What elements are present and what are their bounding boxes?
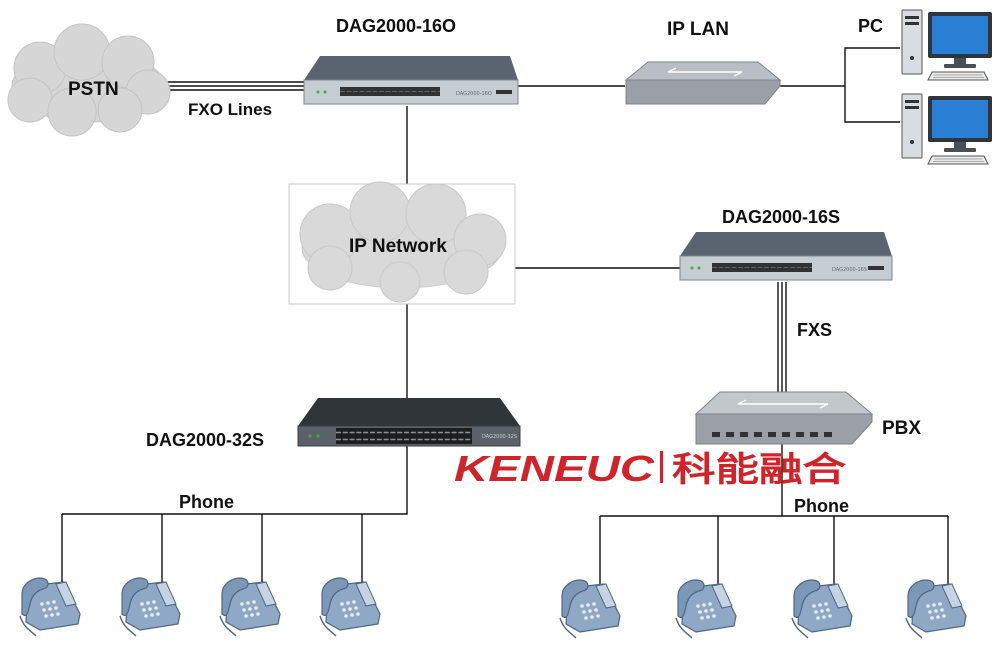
pc-label: PC <box>858 16 883 36</box>
connection-lines <box>61 47 949 585</box>
pstn-label: PSTN <box>68 79 119 100</box>
dag16o-model-text: DAG2000-16O <box>456 91 492 97</box>
dag32s-device: DAG2000-32S <box>297 398 521 447</box>
phone-left-1 <box>19 577 81 637</box>
desk-phone-icon <box>319 577 381 637</box>
pc-link <box>780 47 900 123</box>
desk-phone-icon <box>905 579 967 639</box>
dag16o-label: DAG2000-16O <box>336 16 456 36</box>
pc-top <box>901 9 993 81</box>
dag16o-device: DAG2000-16O <box>303 56 519 105</box>
network-switch-icon <box>624 61 782 105</box>
phone-right-1 <box>559 579 621 639</box>
desk-phone-icon <box>219 577 281 637</box>
dag32s-model-text: DAG2000-32S <box>482 434 517 440</box>
gateway-device-icon: DAG2000-16S <box>679 232 893 281</box>
fxo-lines-label: FXO Lines <box>188 100 272 119</box>
phone-right-2 <box>675 579 737 639</box>
desktop-computer-icon <box>901 93 993 165</box>
pbx-label: PBX <box>882 418 921 439</box>
desk-phone-icon <box>19 577 81 637</box>
phone-left-label: Phone <box>179 492 234 512</box>
desk-phone-icon <box>119 577 181 637</box>
desktop-computer-icon <box>901 9 993 81</box>
desk-phone-icon <box>559 579 621 639</box>
pstn-cloud: PSTN <box>7 23 171 137</box>
gateway-device-icon: DAG2000-16O <box>303 56 519 105</box>
dag32s-label: DAG2000-32S <box>146 430 264 450</box>
phone-right-3 <box>791 579 853 639</box>
fxs-label: FXS <box>797 320 832 340</box>
dag16s-device: DAG2000-16S <box>679 232 893 281</box>
brand-chinese: 科能融合 <box>672 450 846 490</box>
ip-network-label: IP Network <box>349 236 447 257</box>
ip-network-cloud: IP Network <box>288 181 516 305</box>
phone-left-3 <box>219 577 281 637</box>
phone-right-label: Phone <box>794 496 849 516</box>
brand-latin: KENEUC <box>454 448 655 489</box>
cloud-icon <box>299 181 507 303</box>
desk-phone-icon <box>675 579 737 639</box>
cloud-icon <box>7 23 171 137</box>
ip-lan-switch <box>624 61 782 105</box>
phone-bus-left <box>61 446 408 582</box>
brand-divider <box>660 451 663 483</box>
phone-left-2 <box>119 577 181 637</box>
desk-phone-icon <box>791 579 853 639</box>
gateway-device-icon: DAG2000-32S <box>297 398 521 447</box>
phone-right-4 <box>905 579 967 639</box>
network-switch-icon <box>694 391 874 445</box>
brand-logo: KENEUC 科能融合 <box>454 448 846 490</box>
pc-bottom <box>901 93 993 165</box>
pbx-device <box>694 391 874 445</box>
phone-bus-right <box>599 442 949 585</box>
dag16s-model-text: DAG2000-16S <box>832 267 867 273</box>
ip-lan-label: IP LAN <box>667 19 729 40</box>
phone-left-4 <box>319 577 381 637</box>
dag16s-label: DAG2000-16S <box>722 207 840 227</box>
